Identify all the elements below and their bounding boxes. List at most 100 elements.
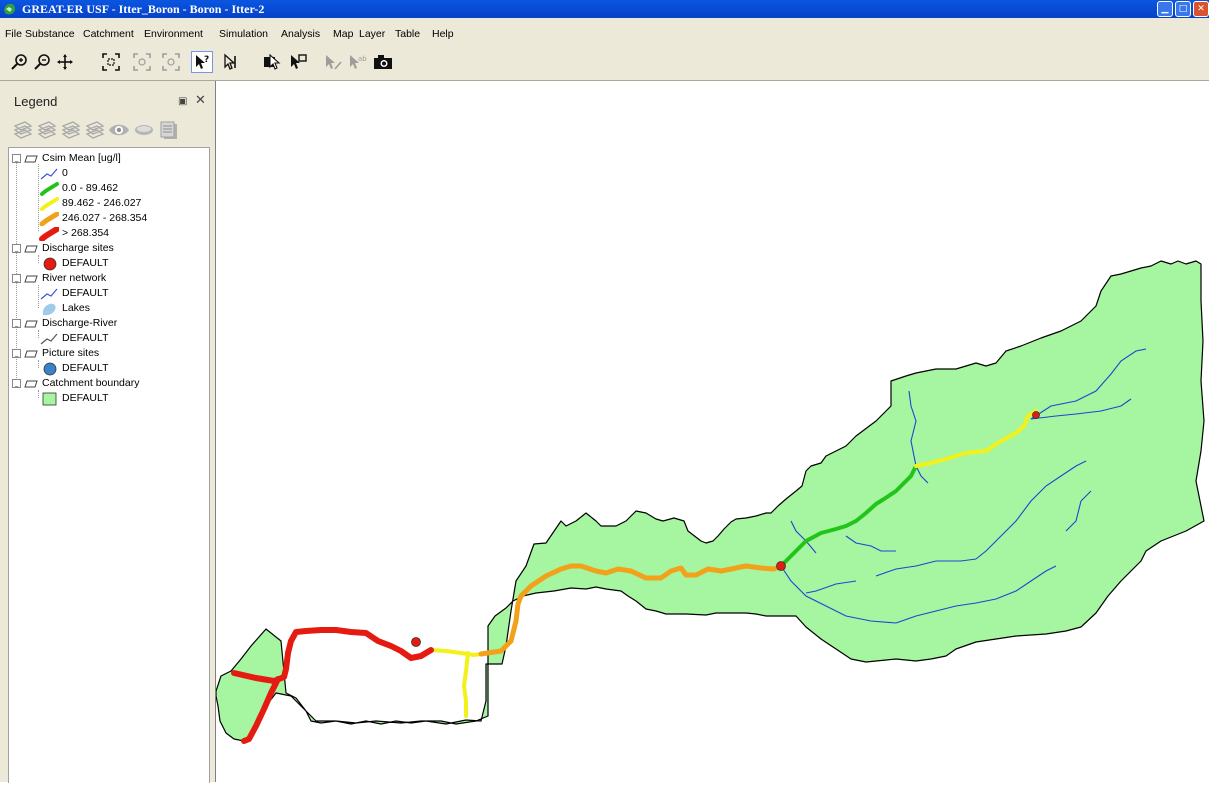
legend-panel: Legend ▣ ✕: [0, 81, 216, 783]
collapse-icon[interactable]: −: [12, 244, 21, 256]
zoom-in-icon[interactable]: [8, 51, 30, 73]
circle-symbol-icon: [43, 362, 57, 375]
measure-icon[interactable]: [322, 51, 344, 73]
menu-table[interactable]: Table: [395, 28, 421, 40]
menu-analysis[interactable]: Analysis: [281, 28, 321, 40]
menu-help[interactable]: Help: [432, 28, 454, 40]
move-layer-up-icon[interactable]: [60, 119, 82, 141]
zoom-next-icon[interactable]: [160, 51, 182, 73]
zoom-out-icon[interactable]: [31, 51, 53, 73]
thick-line-symbol-icon: [40, 196, 59, 211]
minimize-icon[interactable]: ▁: [1157, 1, 1173, 17]
legend-class-label: 0: [62, 167, 68, 179]
layer-icon: [24, 275, 38, 282]
zoom-previous-icon[interactable]: [131, 51, 153, 73]
legend-class-label: DEFAULT: [62, 332, 109, 344]
svg-text:ab: ab: [358, 55, 367, 63]
select-feature-icon[interactable]: [287, 51, 309, 73]
river-segment-yellow: [914, 409, 1038, 468]
legend-class-label: DEFAULT: [62, 392, 109, 404]
add-layer-icon[interactable]: [12, 119, 34, 141]
river-segment-yellow: [429, 648, 483, 657]
legend-class-label: 89.462 - 246.027: [62, 197, 142, 209]
camera-icon[interactable]: [372, 51, 394, 73]
legend-class-label: 0.0 - 89.462: [62, 182, 119, 194]
layer-icon: [24, 320, 38, 327]
layer-name: Csim Mean [ug/l]: [42, 152, 121, 164]
toolbar: ? ab: [0, 44, 1209, 81]
menu-layer[interactable]: Layer: [359, 28, 386, 40]
legend-title: Legend: [14, 94, 58, 109]
collapse-icon[interactable]: −: [12, 379, 21, 391]
map-canvas[interactable]: [215, 81, 1209, 782]
layer-discharge-sites[interactable]: − Discharge sites: [12, 241, 114, 256]
legend-class: 0: [39, 166, 68, 181]
layer-properties-icon[interactable]: [158, 119, 180, 141]
thick-line-symbol-icon: [39, 226, 59, 241]
menu-file[interactable]: File: [5, 28, 22, 40]
river-segment-green: [779, 464, 918, 568]
remove-layer-icon[interactable]: [36, 119, 58, 141]
layer-name: Discharge-River: [42, 317, 118, 329]
legend-class: DEFAULT: [39, 361, 108, 376]
layer-name: River network: [42, 272, 107, 284]
collapse-icon[interactable]: −: [12, 274, 21, 286]
layer-shape-icon[interactable]: [133, 119, 155, 141]
collapse-icon[interactable]: −: [12, 319, 21, 331]
app-icon: [4, 3, 16, 15]
legend-class: DEFAULT: [39, 331, 108, 346]
river-segment-orange: [478, 563, 784, 657]
identify-icon[interactable]: ?: [191, 51, 213, 73]
menu-substance[interactable]: Substance: [25, 28, 75, 40]
thin-line-symbol-icon: [40, 333, 58, 344]
catchment-boundary: [215, 260, 1205, 742]
move-layer-down-icon[interactable]: [84, 119, 106, 141]
layer-catchment-boundary[interactable]: − Catchment boundary: [12, 376, 139, 391]
legend-class: DEFAULT: [39, 286, 108, 301]
legend-class-label: 246.027 - 268.354: [62, 212, 148, 224]
eye-icon[interactable]: [108, 119, 130, 141]
close-icon[interactable]: ✕: [1193, 1, 1209, 17]
river-segment-red: [241, 676, 281, 744]
zoom-full-icon[interactable]: [100, 51, 122, 73]
menu-environment[interactable]: Environment: [144, 28, 203, 40]
legend-class: 246.027 - 268.354: [39, 211, 147, 226]
thin-line-symbol-icon: [40, 168, 58, 179]
thick-line-symbol-icon: [39, 211, 59, 226]
layer-icon: [24, 350, 38, 357]
select-icon[interactable]: [219, 51, 241, 73]
thin-line-symbol-icon: [40, 288, 58, 299]
pan-icon[interactable]: [54, 51, 76, 73]
layer-river-network[interactable]: − River network: [12, 271, 106, 286]
menu-map[interactable]: Map: [333, 28, 354, 40]
collapse-icon[interactable]: −: [12, 154, 21, 166]
layer-picture-sites[interactable]: − Picture sites: [12, 346, 99, 361]
dock-icon[interactable]: ▣: [178, 96, 188, 107]
discharge-site-marker[interactable]: [411, 637, 421, 647]
layer-discharge-river[interactable]: − Discharge-River: [12, 316, 117, 331]
layer-icon: [24, 245, 38, 252]
menu-bar: File Substance Catchment Environment Sim…: [0, 18, 1209, 44]
tree-connector: [38, 164, 39, 231]
legend-class: 0.0 - 89.462: [39, 181, 118, 196]
label-icon[interactable]: ab: [346, 51, 368, 73]
close-icon[interactable]: ✕: [195, 93, 206, 108]
maximize-icon[interactable]: □: [1175, 1, 1191, 17]
legend-class-label: Lakes: [62, 302, 91, 314]
legend-class: Lakes: [39, 301, 90, 316]
legend-class-label: DEFAULT: [62, 362, 109, 374]
layer-csim-mean[interactable]: − Csim Mean [ug/l]: [12, 151, 121, 166]
legend-class: DEFAULT: [39, 391, 108, 406]
svg-text:?: ?: [204, 55, 209, 65]
legend-class-label: DEFAULT: [62, 287, 109, 299]
map-view[interactable]: [215, 81, 1209, 782]
discharge-site-marker[interactable]: [1032, 411, 1040, 419]
river-network: [780, 348, 1147, 624]
tree-connector: [38, 285, 39, 308]
collapse-icon[interactable]: −: [12, 349, 21, 361]
menu-simulation[interactable]: Simulation: [219, 28, 269, 40]
layer-name: Catchment boundary: [42, 377, 140, 389]
info-icon[interactable]: [261, 51, 283, 73]
menu-catchment[interactable]: Catchment: [83, 28, 134, 40]
discharge-site-marker[interactable]: [776, 561, 786, 571]
